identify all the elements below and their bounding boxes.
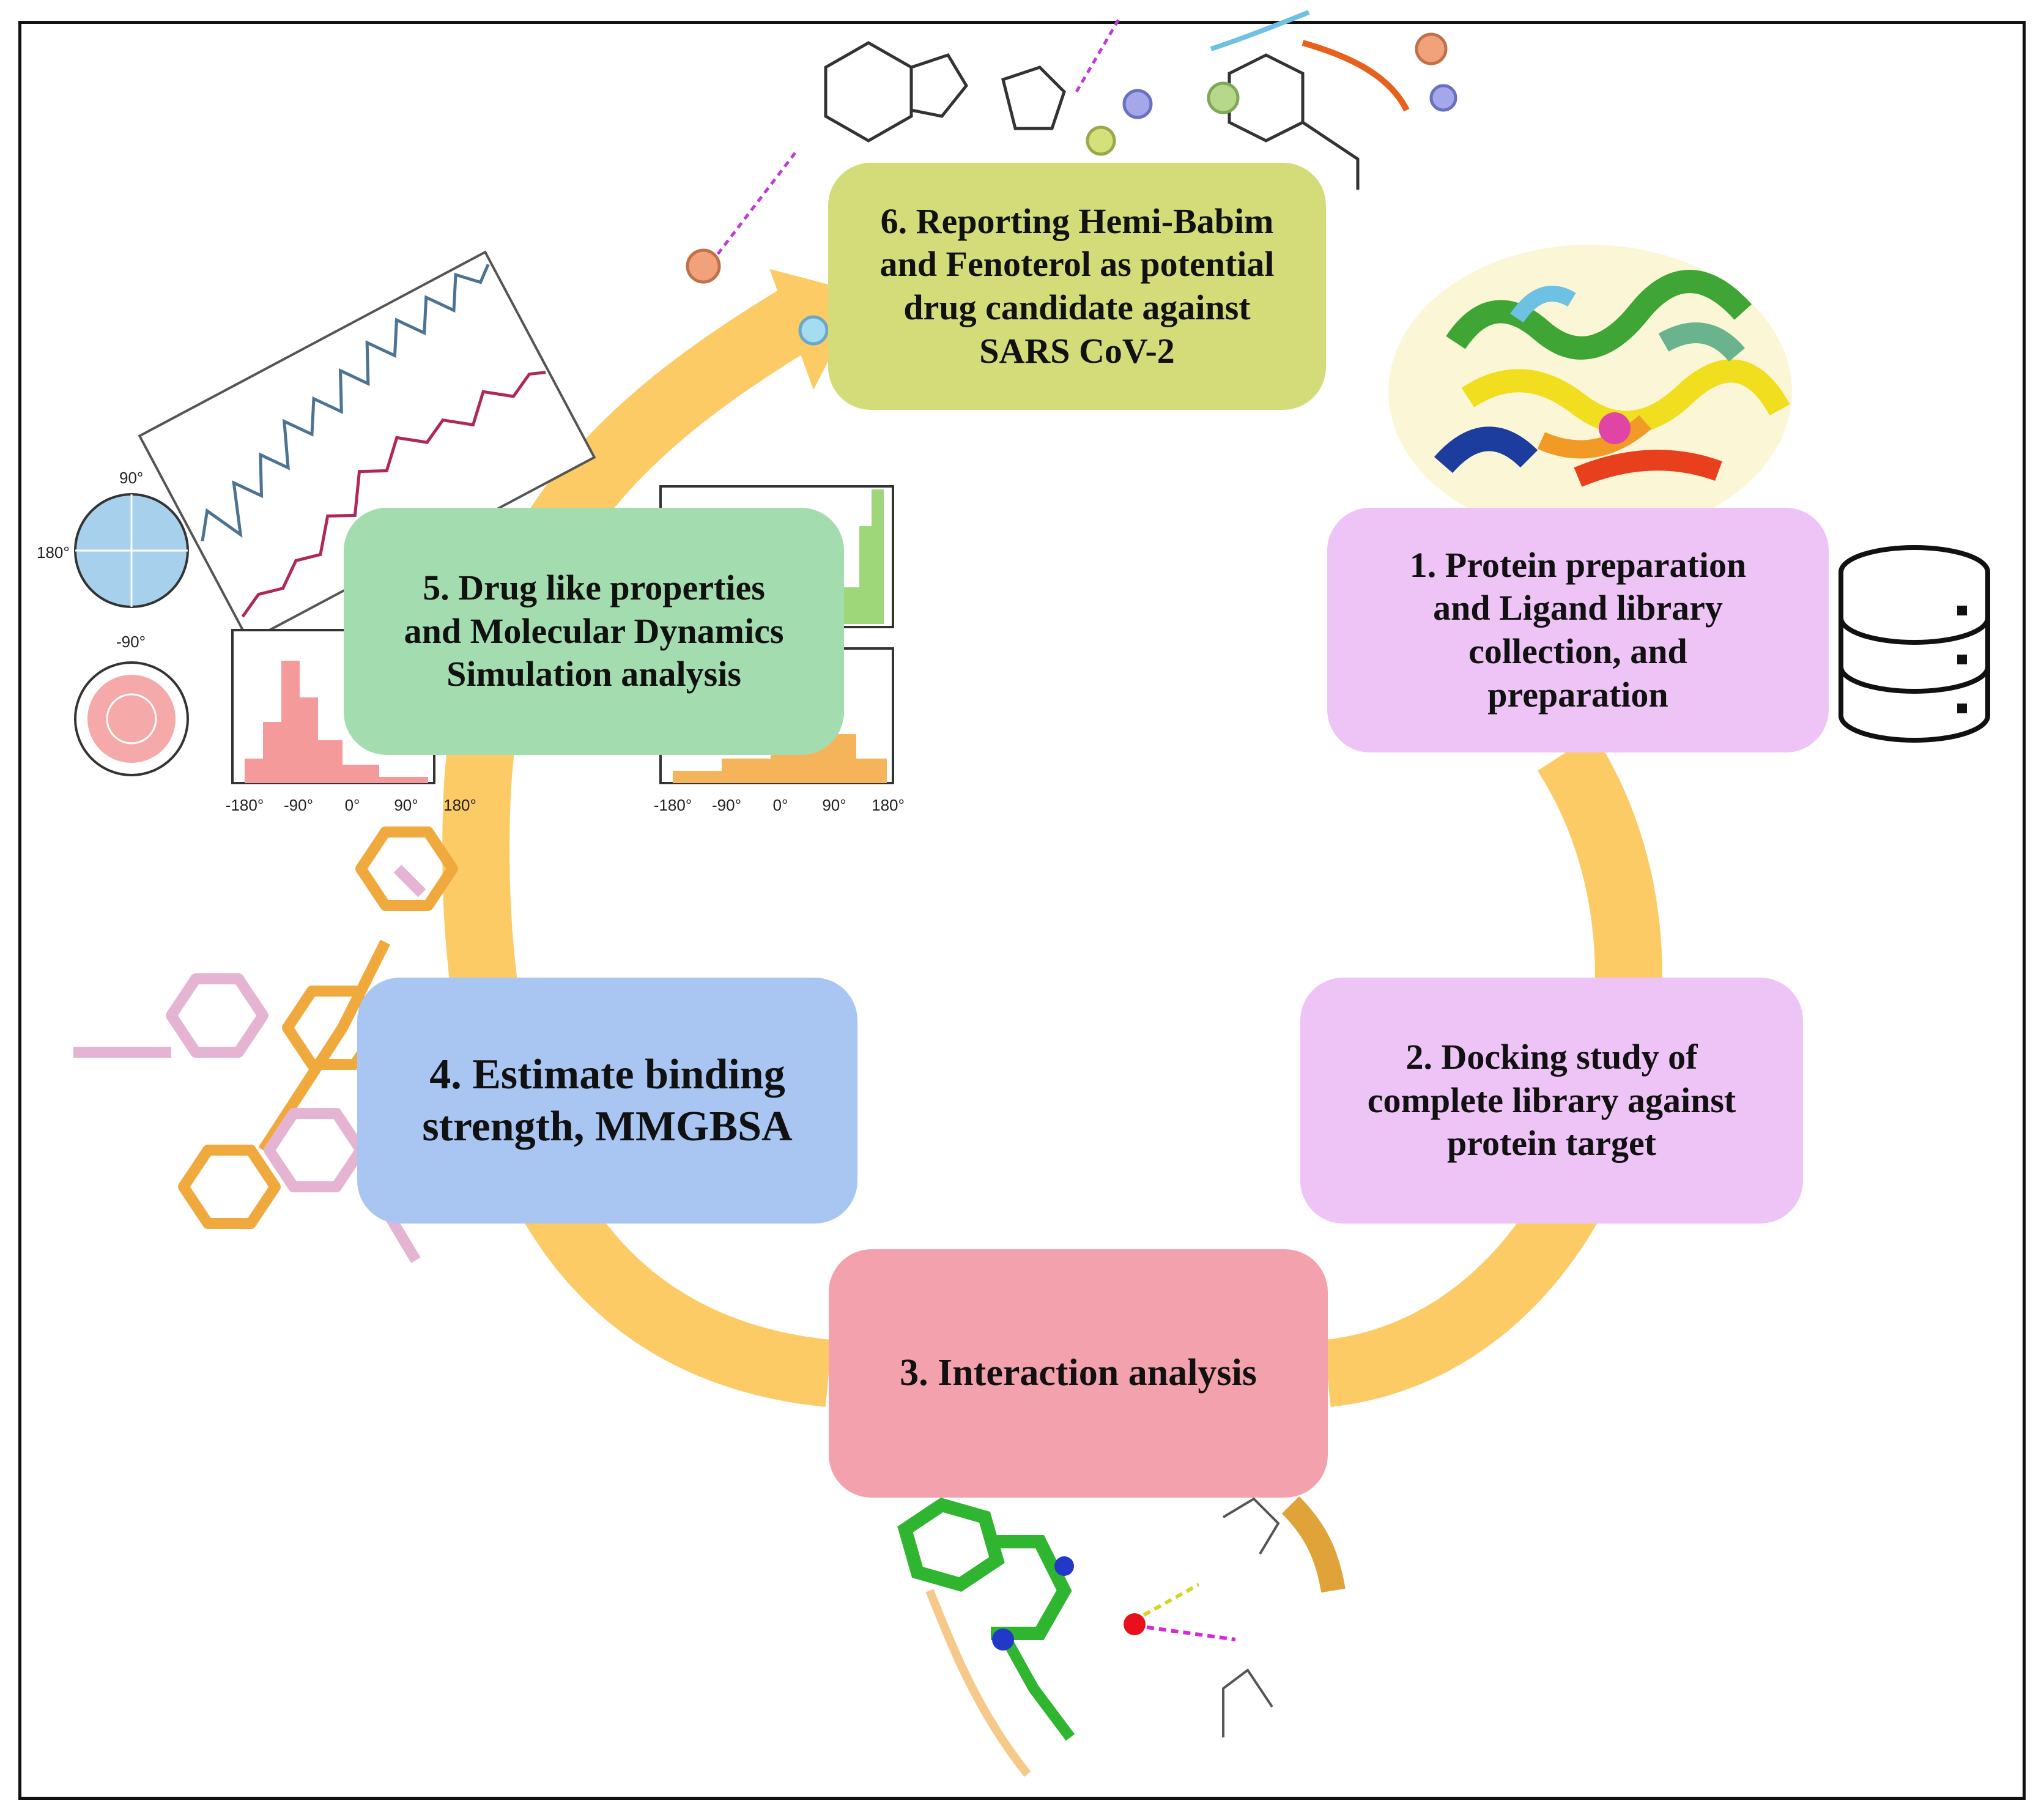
angle-tick-label: 90° xyxy=(394,796,418,814)
step-3-interaction-analysis: 3. Interaction analysis xyxy=(829,1249,1328,1498)
step-3-line-1: 3. Interaction analysis xyxy=(900,1352,1257,1394)
angle-tick-label: 180° xyxy=(443,796,476,814)
polar-plot-red xyxy=(74,661,189,776)
angle-tick-label: -180° xyxy=(226,796,264,814)
step-5-line-3: Simulation analysis xyxy=(446,654,741,694)
angle-tick-label: 90° xyxy=(822,796,846,814)
protein-structure-image xyxy=(1388,245,1792,538)
step-6-line-2: and Fenoterol as potential xyxy=(879,244,1275,284)
2d-interaction-diagram xyxy=(686,10,1457,346)
step-2-docking-study: 2. Docking study of complete library aga… xyxy=(1300,978,1803,1224)
step-1-line-2: and Ligand library xyxy=(1433,588,1723,628)
step-6-line-4: SARS CoV-2 xyxy=(979,330,1175,371)
step-1-protein-preparation: 1. Protein preparation and Ligand librar… xyxy=(1327,508,1829,752)
step-6-line-3: drug candidate against xyxy=(903,288,1251,327)
angle-tick-label: -180° xyxy=(654,796,692,814)
step-4-binding-strength: 4. Estimate binding strength, MMGBSA xyxy=(357,978,857,1224)
polar-label-left: 180° xyxy=(37,543,70,562)
step-6-line-1: 6. Reporting Hemi-Babim xyxy=(880,201,1274,241)
polar-label-top: 90° xyxy=(119,469,143,487)
step-4-line-1: 4. Estimate binding xyxy=(429,1050,785,1098)
database-icon xyxy=(1838,545,1990,743)
angle-tick-label: 180° xyxy=(872,796,905,814)
step-2-line-2: complete library against xyxy=(1367,1080,1736,1120)
angle-tick-label: -90° xyxy=(284,796,313,814)
polar-plot-blue: 90° 180° -90° xyxy=(37,469,189,651)
step-1-line-4: preparation xyxy=(1487,674,1668,715)
step-4-line-2: strength, MMGBSA xyxy=(422,1103,793,1150)
angle-tick-label: 0° xyxy=(345,796,360,814)
step-2-line-3: protein target xyxy=(1447,1123,1656,1164)
step-6-reporting-candidates: 6. Reporting Hemi-Babim and Fenoterol as… xyxy=(828,163,1326,410)
step-2-line-1: 2. Docking study of xyxy=(1405,1036,1698,1077)
angle-tick-label: 0° xyxy=(773,796,788,814)
polar-label-bottom: -90° xyxy=(116,633,146,651)
step-5-line-2: and Molecular Dynamics xyxy=(404,611,784,651)
step-1-line-1: 1. Protein preparation xyxy=(1409,544,1747,585)
figure-frame xyxy=(18,21,2026,1800)
interaction-3d-image xyxy=(897,1496,1346,1777)
step-5-line-1: 5. Drug like properties xyxy=(423,567,765,607)
angle-tick-label: -90° xyxy=(712,796,741,814)
step-5-md-simulation: 5. Drug like properties and Molecular Dy… xyxy=(344,508,844,755)
step-1-line-3: collection, and xyxy=(1468,631,1687,671)
